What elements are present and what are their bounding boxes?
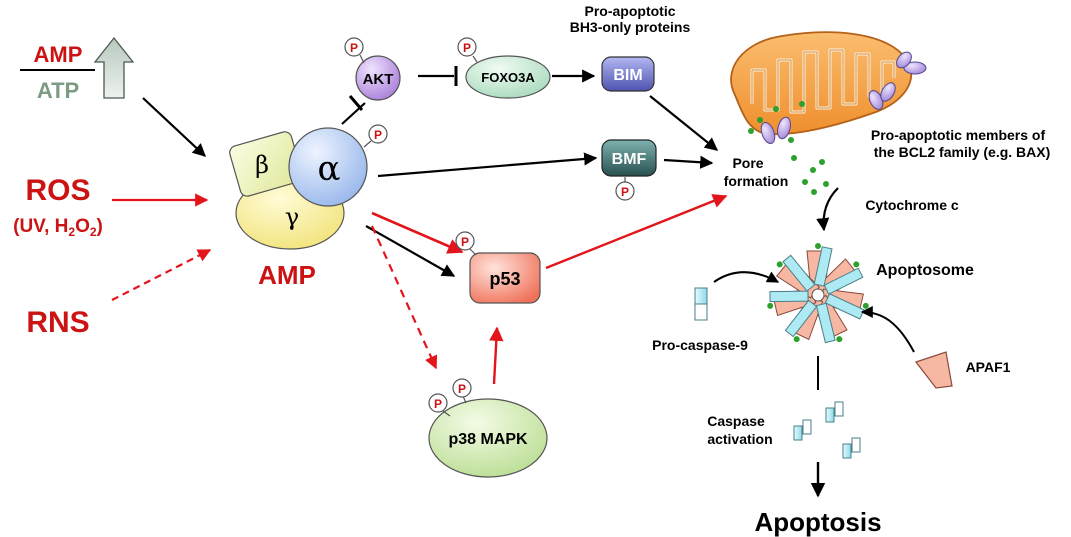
p38-mapk-label: p38 MAPK bbox=[448, 431, 528, 448]
bh3-annotation-line2: BH3-only proteins bbox=[570, 19, 691, 35]
bax-icon bbox=[777, 116, 791, 140]
bax-icon bbox=[880, 82, 896, 102]
phospho-tag-bmf: P bbox=[615, 177, 635, 201]
phosphate-icon bbox=[428, 393, 448, 413]
ampk-alpha-subunit bbox=[288, 127, 368, 207]
arrow-apaf1-to-apoptosome bbox=[860, 306, 915, 353]
cytochrome-c-dot bbox=[836, 336, 843, 343]
alpha-label: α bbox=[318, 149, 341, 189]
svg-text:P: P bbox=[463, 41, 471, 55]
pro-caspase-9-label: Pro-caspase-9 bbox=[652, 337, 748, 353]
bmf-label: BMF bbox=[612, 151, 647, 168]
arrow-ampk-to-p53-red bbox=[371, 211, 464, 254]
caspase-activation-line1: Caspase bbox=[707, 413, 765, 429]
rns-label: RNS bbox=[26, 306, 89, 339]
phosphate-icon bbox=[457, 37, 477, 57]
arrow-p38-to-p53 bbox=[489, 326, 504, 385]
svg-text:P: P bbox=[621, 185, 629, 199]
arrow-p53-to-pore bbox=[545, 194, 728, 270]
increase-up-arrow-icon bbox=[93, 36, 135, 99]
akt-node bbox=[355, 55, 401, 101]
arrow-cytochrome-to-apoptosome bbox=[816, 187, 839, 232]
amp-ratio-numerator: AMP bbox=[34, 42, 83, 67]
cytochrome-c-dot bbox=[793, 336, 800, 343]
svg-text:P: P bbox=[374, 128, 382, 142]
ampk-complex: γ β α bbox=[229, 127, 368, 250]
apoptosis-label: Apoptosis bbox=[754, 507, 881, 537]
pro-caspase-9-icon bbox=[694, 287, 708, 321]
p53-node bbox=[469, 252, 541, 304]
active-caspase-icons bbox=[793, 401, 861, 459]
ampk-amp-label: AMP bbox=[258, 260, 316, 290]
pore-formation-line1: Pore bbox=[732, 155, 763, 171]
foxo3a-node bbox=[465, 55, 551, 99]
caspase-activation-line2: activation bbox=[707, 431, 772, 447]
apoptosome-icon bbox=[767, 243, 869, 344]
inhibition-alpha-to-akt bbox=[341, 102, 366, 125]
bim-node bbox=[601, 56, 655, 92]
svg-text:P: P bbox=[350, 41, 358, 55]
cytochrome-c-dots bbox=[748, 101, 829, 195]
phosphate-icon bbox=[344, 37, 364, 57]
phospho-tag-p38-b: P bbox=[452, 378, 472, 404]
bound-caspase-icon bbox=[823, 267, 864, 295]
bim-label: BIM bbox=[613, 67, 642, 84]
arrow-ampk-to-p53-black bbox=[365, 225, 456, 277]
cytochrome-c-dot bbox=[767, 302, 774, 309]
gamma-label: γ bbox=[285, 203, 299, 231]
beta-label: β bbox=[255, 151, 269, 179]
cytochrome-c-label: Cytochrome c bbox=[865, 197, 959, 213]
phosphate-icon bbox=[368, 124, 388, 144]
pore-formation-line2: formation bbox=[724, 173, 789, 189]
bax-protein-cluster bbox=[760, 51, 927, 145]
cytochrome-c-dot bbox=[862, 302, 869, 309]
cytochrome-c-dot bbox=[815, 243, 821, 249]
phosphate-icon bbox=[455, 231, 475, 251]
akt-label: AKT bbox=[363, 71, 394, 88]
phospho-tag-foxo3a: P bbox=[457, 37, 478, 63]
foxo3a-label: FOXO3A bbox=[481, 70, 535, 85]
phospho-tag-alpha: P bbox=[363, 124, 388, 148]
phospho-tag-akt: P bbox=[344, 37, 365, 64]
bound-caspase-icon bbox=[815, 302, 836, 344]
arrow-rns-to-ampk bbox=[111, 249, 212, 301]
ros-sources: (UV, H2O2) bbox=[13, 216, 103, 239]
phosphate-icon bbox=[615, 181, 635, 201]
arrow-bmf-to-pore bbox=[663, 155, 714, 169]
bcl2-annotation-line1: Pro-apoptotic members of bbox=[871, 127, 1046, 143]
svg-text:P: P bbox=[458, 382, 466, 396]
apaf1-icon bbox=[915, 351, 953, 389]
arrow-procaspase-to-apoptosome bbox=[713, 271, 780, 283]
svg-text:P: P bbox=[434, 397, 442, 411]
phospho-tag-p53: P bbox=[455, 231, 477, 256]
bh3-annotation-line1: Pro-apoptotic bbox=[585, 3, 676, 19]
arrow-ampk-to-p38-dashed bbox=[370, 225, 438, 370]
bmf-node bbox=[601, 139, 657, 177]
inhibition-bar-akt bbox=[348, 95, 364, 111]
arrow-bim-to-pore bbox=[649, 95, 719, 151]
apaf1-label: APAF1 bbox=[966, 359, 1011, 375]
apoptosome-label: Apoptosome bbox=[876, 262, 974, 279]
bound-caspase-icon bbox=[784, 299, 818, 338]
bound-caspase-icon bbox=[813, 246, 833, 287]
arrow-amp-atp-to-ampk bbox=[142, 97, 206, 157]
phospho-tag-p38-a: P bbox=[428, 393, 451, 417]
bax-icon bbox=[760, 121, 776, 145]
cytochrome-c-dot bbox=[853, 261, 860, 268]
svg-text:P: P bbox=[461, 235, 469, 249]
bcl2-annotation-line2: the BCL2 family (e.g. BAX) bbox=[874, 144, 1051, 160]
phosphate-icon bbox=[452, 378, 472, 398]
ros-label: ROS bbox=[25, 174, 90, 207]
arrow-alpha-to-bmf bbox=[377, 152, 598, 178]
cytochrome-c-dot bbox=[776, 261, 783, 268]
bax-icon bbox=[896, 51, 912, 69]
p38-mapk-node bbox=[428, 398, 548, 478]
p53-label: p53 bbox=[489, 269, 520, 289]
bax-icon bbox=[903, 61, 927, 75]
atp-ratio-denominator: ATP bbox=[37, 78, 79, 103]
bound-caspase-icon bbox=[769, 290, 809, 303]
apoptosome-hub bbox=[811, 288, 825, 302]
bound-caspase-icon bbox=[782, 254, 816, 292]
